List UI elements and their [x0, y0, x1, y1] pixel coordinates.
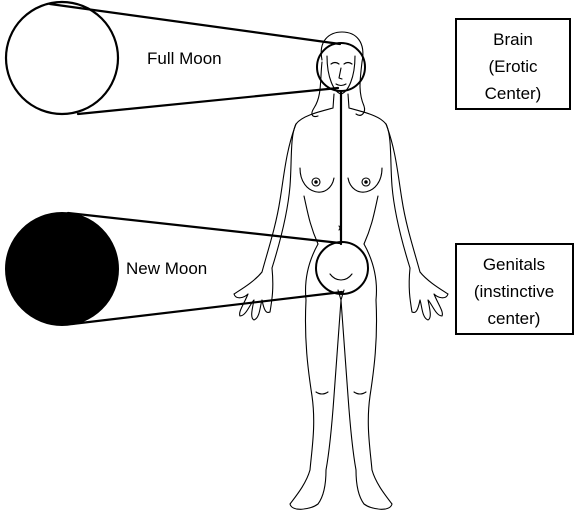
brain-box-line-3: Center) — [485, 84, 542, 103]
full-moon-lower-connector — [78, 88, 338, 114]
full-moon-circle — [6, 2, 118, 114]
new-moon-lower-connector — [72, 292, 342, 324]
brain-box-line-1: Brain — [493, 30, 533, 49]
new-moon-label: New Moon — [126, 259, 207, 278]
full-moon-label: Full Moon — [147, 49, 222, 68]
brain-box: Brain (Erotic Center) — [456, 19, 570, 109]
genitals-box-line-1: Genitals — [483, 255, 545, 274]
new-moon-circle — [6, 213, 118, 325]
brain-focus-circle — [317, 43, 365, 91]
new-moon-group: New Moon — [6, 213, 342, 325]
genitals-box: Genitals (instinctive center) — [456, 244, 573, 334]
brain-box-line-2: (Erotic — [488, 57, 538, 76]
genitals-box-line-3: center) — [488, 309, 541, 328]
full-moon-group: Full Moon — [6, 2, 340, 114]
genitals-focus-circle — [316, 242, 368, 294]
genitals-box-line-2: (instinctive — [474, 282, 554, 301]
